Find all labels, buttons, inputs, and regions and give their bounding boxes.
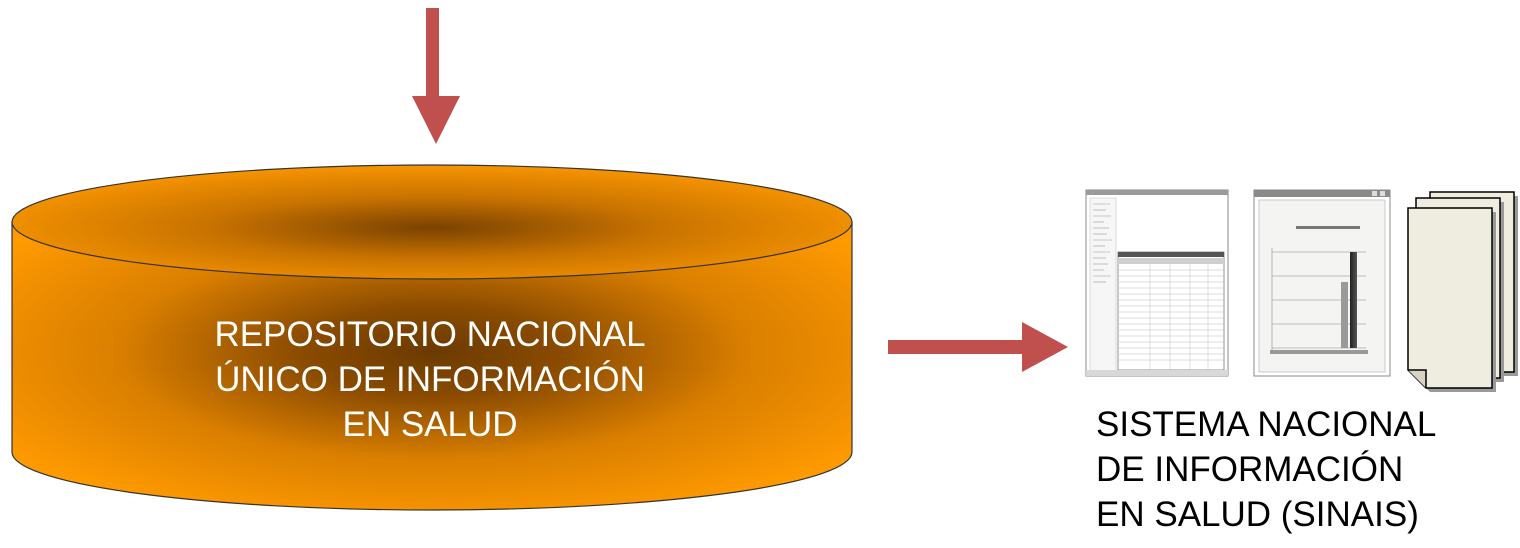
outgoing-arrow — [888, 322, 1068, 372]
sinais-label-line-3: EN SALUD (SINAIS) — [1096, 495, 1419, 534]
repository-label-line-1: REPOSITORIO NACIONAL — [214, 315, 646, 354]
repository-label-line-3: EN SALUD — [342, 405, 518, 444]
repository-label-line-2: ÚNICO DE INFORMACIÓN — [215, 360, 645, 399]
stacked-documents-icon — [1407, 191, 1518, 392]
incoming-arrow — [412, 8, 460, 144]
sinais-label-line-1: SISTEMA NACIONAL — [1096, 405, 1437, 444]
repository-cylinder — [11, 164, 853, 511]
spreadsheet-screenshot-icon — [1085, 189, 1229, 377]
sinais-label: SISTEMA NACIONAL DE INFORMACIÓN EN SALUD… — [1096, 402, 1436, 537]
repository-label: REPOSITORIO NACIONAL ÚNICO DE INFORMACIÓ… — [150, 312, 710, 447]
sinais-label-line-2: DE INFORMACIÓN — [1096, 450, 1404, 489]
bar-chart-screenshot-icon — [1253, 189, 1391, 377]
